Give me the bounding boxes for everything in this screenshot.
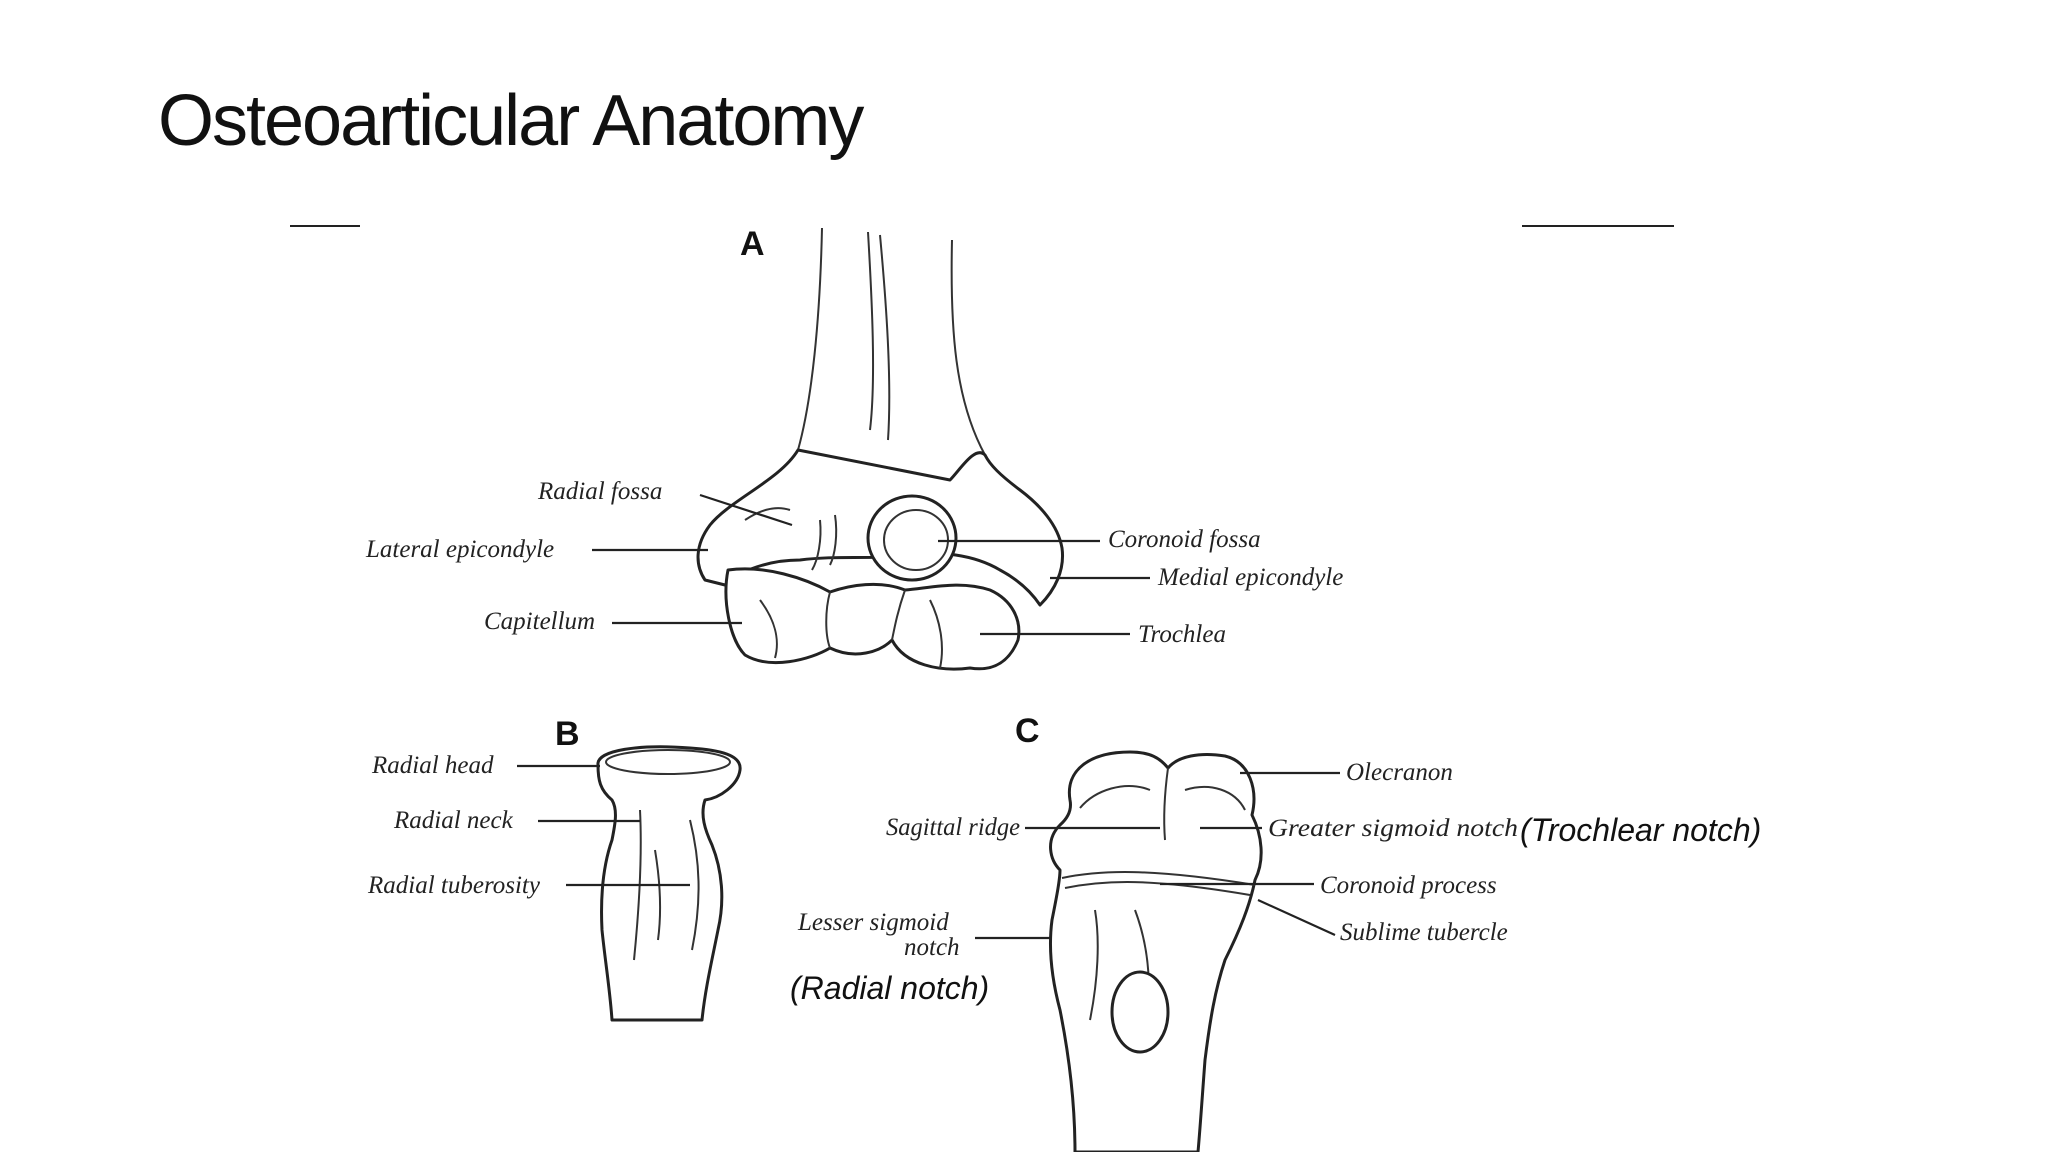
label-lesser-sigmoid-notch-line1: Lesser sigmoid [797,909,949,936]
label-radial-head: Radial head [371,752,494,779]
label-olecranon: Olecranon [1346,759,1453,786]
decorative-line-left [290,225,360,227]
panel-a-letter: A [740,225,765,263]
slide-title: Osteoarticular Anatomy [158,81,864,161]
label-trochlea: Trochlea [1138,621,1226,648]
leader-radial-fossa [699,493,793,527]
label-radial-neck: Radial neck [393,807,514,834]
label-greater-sigmoid-notch: Greater sigmoid notch [1268,815,1518,842]
label-radial-tuberosity: Radial tuberosity [367,872,541,899]
annotation-radial-notch: (Radial notch) [790,970,990,1006]
panel-c-letter: C [1015,712,1040,750]
panel-b-letter: B [555,715,580,753]
label-capitellum: Capitellum [484,608,595,635]
annotation-trochlear-notch: (Trochlear notch) [1520,812,1762,848]
label-lateral-epicondyle: Lateral epicondyle [365,536,554,563]
label-coronoid-process: Coronoid process [1320,872,1497,899]
label-sublime-tubercle: Sublime tubercle [1340,919,1508,946]
label-coronoid-fossa: Coronoid fossa [1108,526,1261,553]
label-lesser-sigmoid-notch-line2: notch [904,934,960,961]
label-radial-fossa: Radial fossa [537,478,662,505]
leader-sublime-tubercle [1257,898,1336,937]
label-medial-epicondyle: Medial epicondyle [1157,564,1343,591]
radius-drawing [596,745,742,1022]
label-sagittal-ridge: Sagittal ridge [886,814,1020,841]
ulna-drawing [1048,750,1263,1152]
decorative-line-right [1522,225,1674,227]
humerus-drawing [696,227,1065,671]
